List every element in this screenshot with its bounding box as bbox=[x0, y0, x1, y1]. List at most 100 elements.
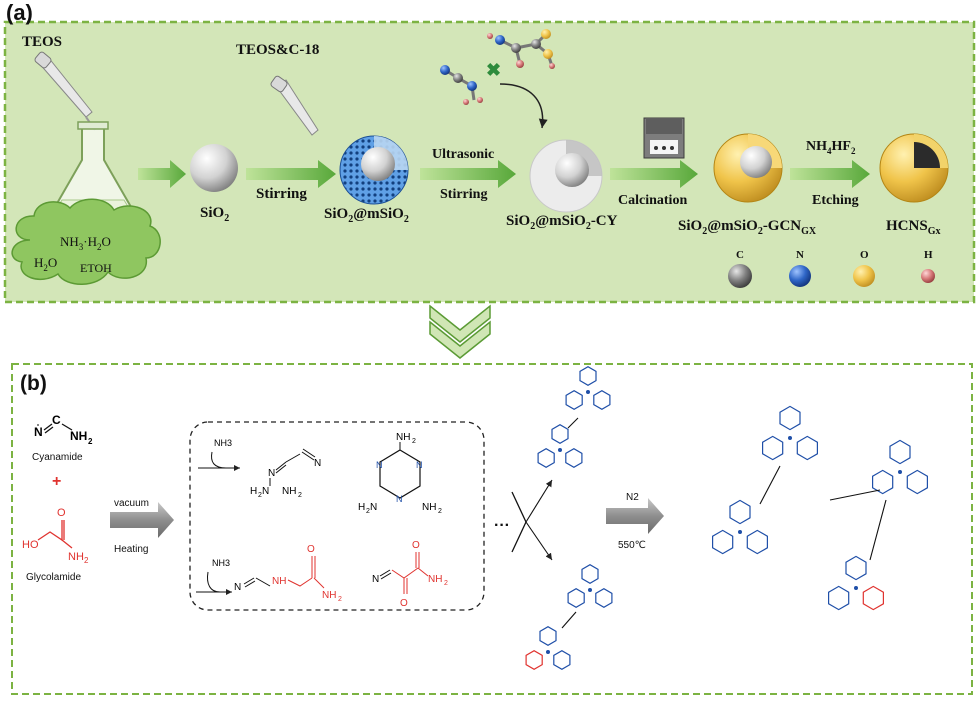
svg-text:N: N bbox=[262, 486, 269, 497]
svg-text:C: C bbox=[52, 413, 61, 427]
panel-a-background bbox=[3, 20, 976, 304]
n2-label: N2 bbox=[626, 492, 639, 503]
panel-a-label: (a) bbox=[6, 0, 33, 25]
svg-text:NH: NH bbox=[322, 590, 336, 601]
ellipsis: ··· bbox=[494, 517, 510, 534]
svg-text:2: 2 bbox=[366, 508, 370, 515]
cross-icon: ✖ bbox=[486, 60, 501, 80]
panel-b-label: (b) bbox=[20, 372, 47, 395]
teos-label: TEOS bbox=[22, 34, 62, 50]
bond-line bbox=[759, 465, 781, 505]
heptazine-unit bbox=[537, 424, 583, 468]
svg-text:O: O bbox=[412, 540, 420, 551]
svg-text:NH: NH bbox=[68, 551, 84, 563]
molecule-icons: ✖ bbox=[440, 29, 555, 129]
legend-o-label: O bbox=[860, 249, 869, 261]
heptazine-unit bbox=[525, 626, 571, 670]
process-arrows bbox=[138, 160, 870, 188]
pipette-icon-2 bbox=[270, 75, 319, 136]
gray-arrow-1 bbox=[110, 502, 174, 538]
glycolamide-structure: HO O NH 2 bbox=[22, 507, 89, 565]
vacuum-label: vacuum bbox=[114, 498, 149, 509]
svg-text:H: H bbox=[250, 486, 257, 497]
svg-text:N: N bbox=[396, 494, 403, 504]
svg-text:N: N bbox=[314, 458, 321, 469]
gray-arrow-2 bbox=[606, 498, 664, 534]
svg-text:NH: NH bbox=[282, 486, 296, 497]
svg-text:2: 2 bbox=[298, 492, 302, 499]
svg-text:2: 2 bbox=[338, 596, 342, 603]
svg-text:N: N bbox=[34, 425, 43, 439]
etoh-label: ETOH bbox=[80, 261, 112, 275]
svg-text:2: 2 bbox=[412, 438, 416, 445]
branch-lines bbox=[511, 479, 553, 561]
nh3-1-label: NH3 bbox=[214, 438, 232, 448]
double-chevron-down-icon bbox=[429, 304, 491, 359]
h2o-label: H2O bbox=[34, 255, 57, 273]
svg-text:NH: NH bbox=[272, 576, 286, 587]
carbon-atom-icon bbox=[728, 264, 752, 288]
bond-line bbox=[829, 489, 881, 501]
hydrogen-atom-icon bbox=[921, 269, 935, 283]
svg-text:2: 2 bbox=[84, 556, 89, 565]
panel-b: (b) N C NH 2 Cyanamide + HO O NH 2 Glyco… bbox=[11, 363, 973, 695]
stirring-label: Stirring bbox=[256, 186, 307, 202]
svg-text:H: H bbox=[358, 502, 365, 513]
furnace-icon bbox=[643, 117, 685, 159]
legend-h-label: H bbox=[924, 249, 933, 261]
svg-text:N: N bbox=[370, 502, 377, 513]
svg-text:2: 2 bbox=[438, 508, 442, 515]
nh4hf2-label: NH4HF2 bbox=[806, 139, 856, 156]
legend-c-label: C bbox=[736, 249, 744, 261]
bond-line bbox=[561, 611, 577, 629]
svg-text:NH: NH bbox=[428, 574, 442, 585]
atom-legend: C N O H bbox=[728, 249, 935, 288]
svg-text:NH: NH bbox=[70, 429, 87, 443]
svg-text:2: 2 bbox=[258, 492, 262, 499]
svg-text:O: O bbox=[307, 544, 315, 555]
heptazine-unit bbox=[711, 499, 769, 555]
stirring2-label: Stirring bbox=[440, 187, 487, 202]
svg-text:HO: HO bbox=[22, 539, 39, 551]
etching-label: Etching bbox=[812, 193, 859, 208]
plus-sign: + bbox=[52, 473, 61, 490]
calcination-label: Calcination bbox=[618, 193, 687, 208]
ultrasonic-label: Ultrasonic bbox=[432, 147, 494, 162]
heptazine-unit bbox=[565, 366, 611, 410]
svg-text:N: N bbox=[416, 460, 423, 470]
panel-a: (a) TEOS NH3·H2O H2O ETOH bbox=[3, 0, 976, 304]
heating-label: Heating bbox=[114, 544, 148, 555]
heptazine-unit bbox=[827, 555, 885, 611]
nh3-h2o-label: NH3·H2O bbox=[60, 234, 111, 252]
svg-text:O: O bbox=[57, 507, 66, 519]
bond-line bbox=[869, 499, 887, 561]
svg-text:NH: NH bbox=[396, 432, 410, 443]
svg-text:2: 2 bbox=[88, 437, 93, 446]
sio2-msio2-gcn-sphere bbox=[713, 133, 783, 203]
nh3-2-label: NH3 bbox=[212, 558, 230, 568]
intermediates-box bbox=[189, 421, 485, 611]
nitrogen-atom-icon bbox=[789, 265, 811, 287]
sio2-msio2-cy-label: SiO2@mSiO2-CY bbox=[506, 213, 618, 232]
glycolamide-label: Glycolamide bbox=[26, 572, 81, 583]
svg-text:NH: NH bbox=[422, 502, 436, 513]
svg-text:N: N bbox=[372, 574, 379, 585]
arrow-5 bbox=[790, 160, 870, 188]
hcns-label: HCNSGx bbox=[886, 218, 940, 237]
svg-text:N: N bbox=[234, 582, 241, 593]
solvent-cloud bbox=[11, 198, 161, 285]
panel-b-background bbox=[11, 363, 973, 695]
teos-c18-label: TEOS&C-18 bbox=[236, 42, 319, 58]
bond-line bbox=[567, 417, 579, 429]
svg-text:N: N bbox=[376, 460, 383, 470]
sio2-msio2-label: SiO2@mSiO2 bbox=[324, 206, 409, 225]
arrow-3 bbox=[420, 160, 516, 188]
arrow-1 bbox=[138, 160, 186, 188]
heptazine-unit bbox=[871, 439, 929, 495]
svg-text:N: N bbox=[268, 468, 275, 479]
arrow-4 bbox=[610, 160, 698, 188]
